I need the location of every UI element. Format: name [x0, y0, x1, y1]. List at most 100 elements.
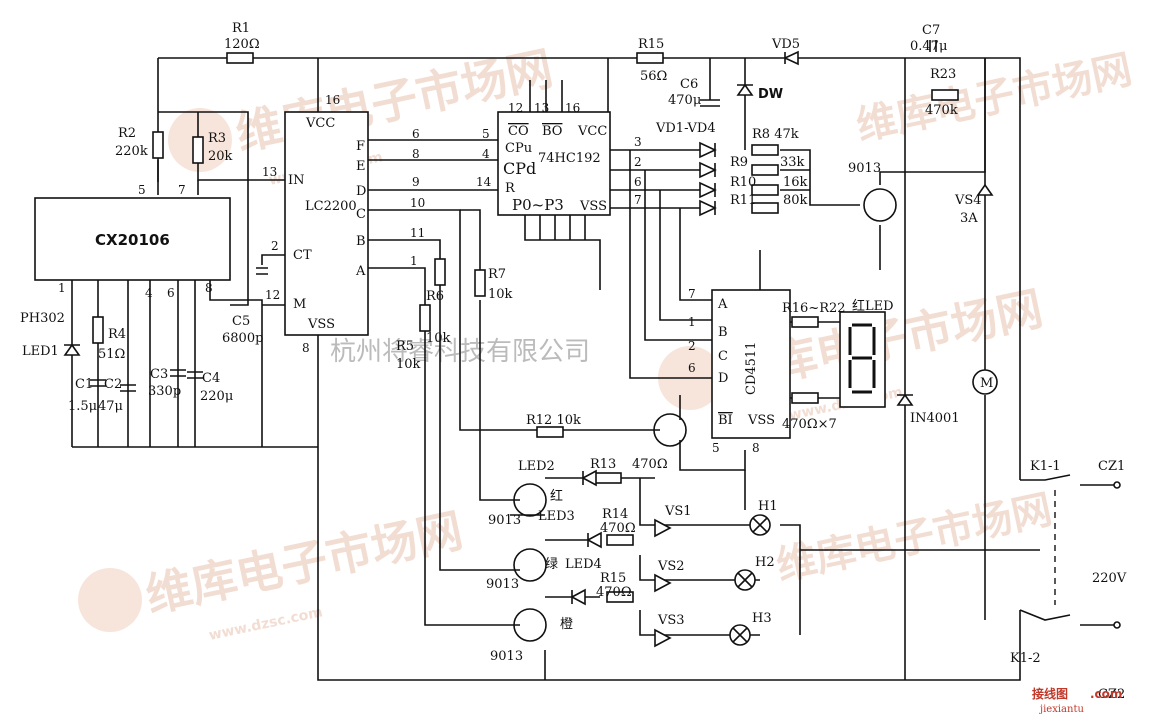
svg-text:BO: BO: [542, 124, 562, 139]
transistors: [513, 188, 897, 642]
svg-text:VSS: VSS: [747, 413, 775, 428]
svg-text:11: 11: [410, 226, 425, 240]
svg-text:VS4: VS4: [954, 193, 982, 208]
svg-text:C5: C5: [232, 314, 250, 329]
svg-text:F: F: [356, 139, 365, 154]
svg-text:CPu: CPu: [505, 141, 532, 156]
svg-text:14: 14: [476, 175, 492, 189]
svg-text:R10: R10: [730, 175, 756, 190]
svg-text:CZ1: CZ1: [1098, 459, 1125, 474]
svg-text:9013: 9013: [488, 513, 521, 528]
svg-text:CZ2: CZ2: [1098, 687, 1125, 702]
svg-text:DW: DW: [758, 87, 783, 102]
svg-text:13: 13: [262, 165, 277, 179]
component-labels: R1 120Ω R2 220k R3 20k R4 51Ω R5 10k R6 …: [20, 21, 1127, 702]
svg-text:绿: 绿: [545, 557, 558, 572]
svg-text:VSS: VSS: [579, 199, 607, 214]
svg-text:470Ω: 470Ω: [596, 585, 632, 600]
svg-text:R15: R15: [638, 37, 664, 52]
seven-segment-display: [839, 311, 886, 408]
svg-text:.com: .com: [1090, 687, 1122, 701]
svg-text:LED2: LED2: [518, 459, 555, 474]
svg-text:R13: R13: [590, 457, 616, 472]
svg-text:8: 8: [302, 341, 310, 355]
svg-text:M: M: [980, 376, 993, 391]
svg-text:9013: 9013: [848, 161, 881, 176]
svg-text:2: 2: [271, 239, 279, 253]
svg-text:9013: 9013: [490, 649, 523, 664]
svg-text:A: A: [355, 264, 366, 279]
svg-text:220V: 220V: [1092, 571, 1127, 586]
svg-text:1: 1: [410, 254, 418, 268]
watermark-brand: 维库电子市场网: [773, 487, 1056, 590]
svg-text:R5: R5: [396, 339, 414, 354]
svg-text:80k: 80k: [783, 193, 808, 208]
ic-74hc192: CO BO VCC CPu CPd 74HC192 R P0~P3 VSS 12…: [476, 101, 642, 216]
svg-text:74HC192: 74HC192: [538, 151, 601, 166]
svg-text:CT: CT: [293, 248, 312, 263]
svg-text:20k: 20k: [208, 149, 233, 164]
wires: [71, 57, 1040, 681]
svg-text:VCC: VCC: [577, 124, 607, 139]
svg-text:1: 1: [688, 315, 696, 329]
svg-text:5: 5: [482, 127, 490, 141]
svg-text:接线图: 接线图: [1032, 686, 1068, 701]
svg-text:B: B: [718, 325, 728, 340]
svg-text:2: 2: [688, 339, 696, 353]
svg-text:B: B: [356, 234, 366, 249]
svg-text:1.5μ: 1.5μ: [68, 399, 97, 414]
svg-text:LED4: LED4: [565, 557, 602, 572]
svg-text:51Ω: 51Ω: [98, 347, 125, 362]
relay-contacts: [1019, 474, 1121, 629]
svg-text:C: C: [718, 349, 728, 364]
watermark-url: www.dzsc.com: [208, 604, 325, 644]
svg-text:CPd: CPd: [503, 159, 536, 178]
svg-text:jiexiantu: jiexiantu: [1039, 704, 1084, 715]
svg-text:红: 红: [550, 488, 563, 504]
svg-text:16: 16: [565, 101, 580, 115]
svg-text:C7: C7: [922, 23, 940, 38]
svg-text:12: 12: [265, 288, 280, 302]
svg-text:PH302: PH302: [20, 311, 65, 326]
svg-text:H1: H1: [758, 499, 778, 514]
svg-text:33k: 33k: [780, 155, 805, 170]
svg-text:BI: BI: [718, 413, 733, 428]
svg-text:C6: C6: [680, 77, 698, 92]
svg-text:220μ: 220μ: [200, 389, 233, 404]
svg-text:220k: 220k: [115, 144, 148, 159]
svg-text:H2: H2: [755, 555, 775, 570]
svg-text:H3: H3: [752, 611, 772, 626]
svg-text:120Ω: 120Ω: [224, 37, 260, 52]
svg-text:13: 13: [534, 101, 549, 115]
svg-text:8: 8: [412, 147, 420, 161]
svg-text:10: 10: [410, 196, 425, 210]
svg-text:R6: R6: [426, 289, 444, 304]
svg-text:470Ω: 470Ω: [632, 457, 668, 472]
svg-text:3: 3: [634, 135, 642, 149]
svg-text:VD5: VD5: [771, 37, 800, 52]
svg-text:56Ω: 56Ω: [640, 69, 667, 84]
svg-text:红LED: 红LED: [852, 298, 894, 314]
svg-text:R1: R1: [232, 21, 250, 36]
svg-text:VSS: VSS: [307, 317, 335, 332]
ic-lc2200: LC2200 VCC IN CT M VSS F E D C B A 16 13…: [262, 93, 425, 355]
svg-text:R11: R11: [730, 193, 756, 208]
svg-text:7: 7: [634, 193, 642, 207]
motor-icon: [972, 369, 998, 395]
svg-text:R15: R15: [600, 571, 626, 586]
lamps-and-thyristors: [654, 183, 998, 648]
svg-text:C: C: [356, 207, 366, 222]
svg-text:VS3: VS3: [657, 613, 685, 628]
svg-text:M: M: [293, 297, 306, 312]
capacitors: [90, 40, 937, 392]
svg-text:E: E: [356, 159, 366, 174]
watermark-brand: 维库电子市场网: [853, 47, 1136, 150]
svg-text:R3: R3: [208, 131, 226, 146]
svg-text:10k: 10k: [396, 357, 421, 372]
svg-text:470Ω: 470Ω: [600, 521, 636, 536]
svg-text:7: 7: [178, 183, 186, 197]
svg-text:VCC: VCC: [305, 116, 335, 131]
svg-text:橙: 橙: [560, 617, 573, 632]
svg-text:C4: C4: [202, 371, 220, 386]
